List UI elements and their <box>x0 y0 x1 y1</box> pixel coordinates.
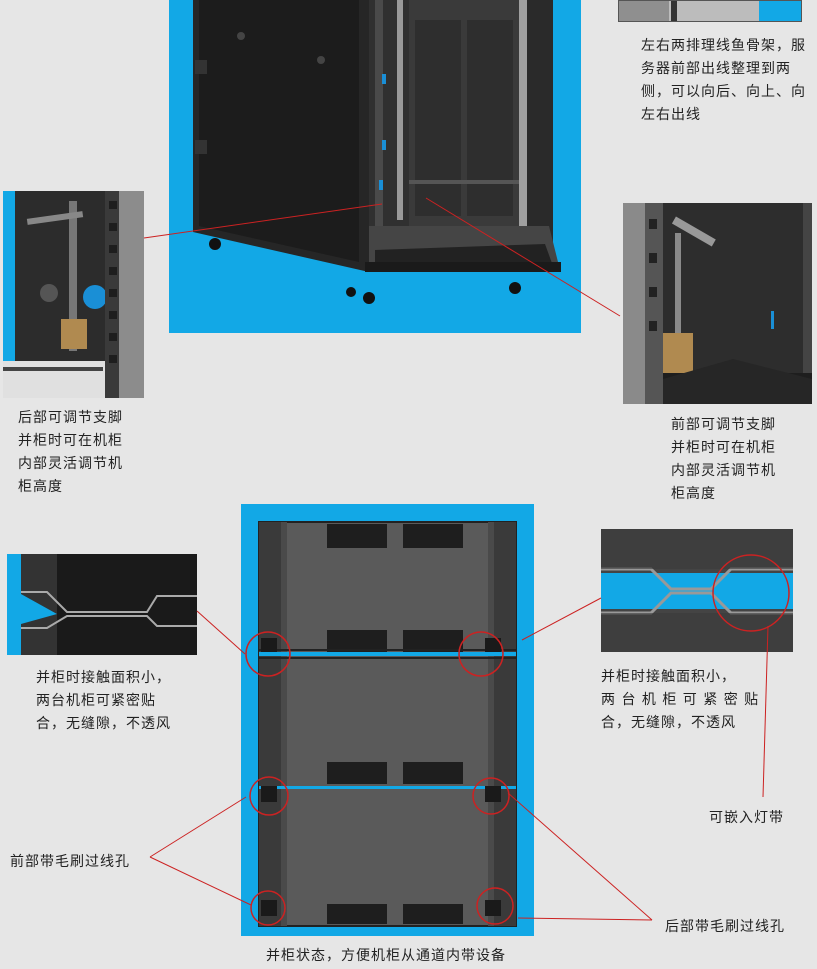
cabinet-illustration <box>193 0 561 304</box>
caption-fishbone: 左右两排理线鱼骨架，服 务器前部出线整理到两 侧，可以向后、向上、向 左右出线 <box>641 38 806 123</box>
front-foot-detail-photo <box>623 203 812 404</box>
rear-foot-detail-photo <box>3 191 144 398</box>
merged-cabinets-top-view <box>241 504 534 936</box>
caption-front-foot: 前部可调节支脚 并柜时可在机柜 内部灵活调节机 柜高度 <box>671 417 776 502</box>
caption-contact-left: 并柜时接触面积小， 两台机柜可紧密贴 合，无缝隙，不透风 <box>36 670 171 732</box>
caption-rear-brush: 后部带毛刷过线孔 <box>665 919 785 935</box>
contact-detail-left <box>7 554 197 655</box>
caption-front-brush: 前部带毛刷过线孔 <box>10 854 130 870</box>
fishbone-detail-photo <box>618 0 802 22</box>
contact-detail-right <box>601 529 793 652</box>
caption-rear-foot: 后部可调节支脚 并柜时可在机柜 内部灵活调节机 柜高度 <box>18 410 123 495</box>
caption-light-strip: 可嵌入灯带 <box>709 810 784 826</box>
caption-bottom: 并柜状态，方便机柜从通道内带设备 <box>266 948 506 964</box>
caption-contact-right: 并柜时接触面积小， 两 台 机 柜 可 紧 密 贴 合，无缝隙，不透风 <box>601 669 760 731</box>
cabinet-photo-panel <box>169 0 581 333</box>
